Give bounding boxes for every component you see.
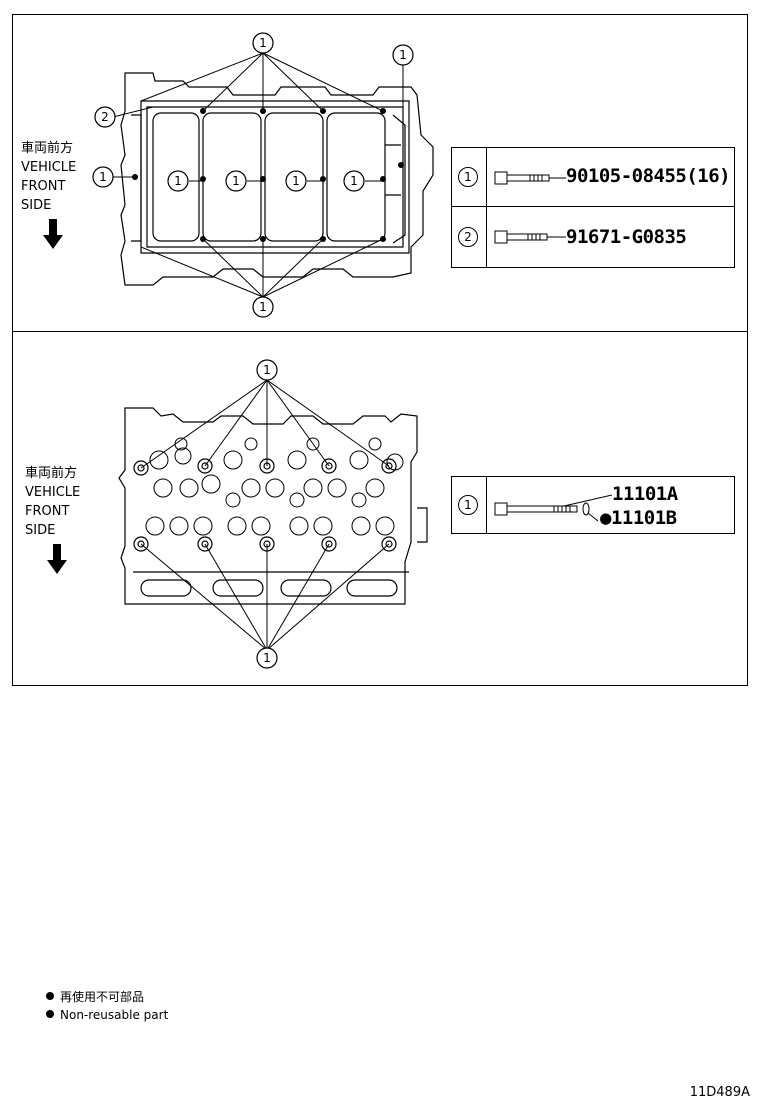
direction-line-jp: 車両前方 — [25, 466, 78, 481]
direction-line: SIDE — [21, 198, 52, 213]
vehicle-front-side-label: 車両前方 VEHICLE FRONT SIDE — [21, 139, 76, 215]
down-arrow-icon — [47, 544, 67, 574]
callout-1 — [256, 647, 278, 669]
top-panel: 1 1 2 1 1 1 1 1 1 車両前方 VEHICLE FRONT SID… — [12, 14, 748, 332]
parts-table-row: 1 90105-08455(16) — [452, 148, 734, 207]
bolt-icon — [494, 230, 566, 244]
callout-1 — [256, 359, 278, 381]
down-arrow-icon — [43, 219, 63, 249]
callout-1 — [252, 32, 274, 54]
direction-line: VEHICLE — [21, 160, 77, 175]
cylinder-head-top-drawing: 1 1 2 1 1 1 1 1 1 — [92, 32, 434, 318]
part-number-b: 11101B — [610, 507, 677, 529]
direction-line-jp: 車両前方 — [21, 141, 74, 156]
direction-line: FRONT — [25, 504, 70, 519]
callout-text: 1 — [232, 174, 240, 188]
callout-text: 1 — [263, 363, 271, 377]
callout-text: 1 — [399, 48, 407, 62]
parts-table-top: 1 90105-08455(16) 2 91671-G0835 — [451, 147, 735, 268]
direction-line: VEHICLE — [25, 485, 81, 500]
direction-line: SIDE — [25, 523, 56, 538]
callout-1 — [392, 44, 414, 66]
callout-1 — [343, 170, 365, 192]
ref-number: 1 — [458, 167, 478, 187]
non-reusable-dot-icon: ● — [600, 507, 611, 529]
parts-table-row: 1 11101A ●11101B — [452, 477, 734, 533]
bottom-panel: 1 1 車両前方 VEHICLE FRONT SIDE 1 — [12, 331, 748, 686]
callout-1 — [167, 170, 189, 192]
callout-1 — [252, 296, 274, 318]
ref-number: 1 — [458, 495, 478, 515]
part-number: 90105-08455(16) — [566, 165, 731, 187]
legend-jp: 再使用不可部品 — [46, 988, 144, 1006]
part-number-a: 11101A — [612, 483, 678, 505]
callout-text: 1 — [259, 36, 267, 50]
callout-text: 1 — [263, 651, 271, 665]
part-number: 91671-G0835 — [566, 226, 687, 248]
cylinder-head-bottom-drawing: 1 1 — [118, 359, 428, 669]
legend-en: Non-reusable part — [46, 1006, 168, 1024]
callout-1 — [285, 170, 307, 192]
callout-text: 1 — [259, 300, 267, 314]
parts-table-bottom: 1 11101A ●11101B — [451, 476, 735, 534]
ref-number: 2 — [458, 227, 478, 247]
callout-2 — [94, 106, 116, 128]
non-reusable-dot-icon — [46, 1010, 54, 1018]
callout-text: 1 — [174, 174, 182, 188]
bolt-icon — [494, 171, 566, 185]
callout-text: 2 — [101, 110, 109, 124]
vehicle-front-side-label: 車両前方 VEHICLE FRONT SIDE — [25, 464, 80, 540]
callout-text: 1 — [350, 174, 358, 188]
non-reusable-dot-icon — [46, 992, 54, 1000]
callout-text: 1 — [99, 170, 107, 184]
legend-text-en: Non-reusable part — [60, 1008, 169, 1022]
callout-1 — [225, 170, 247, 192]
direction-line: FRONT — [21, 179, 66, 194]
legend-text-jp: 再使用不可部品 — [60, 990, 145, 1004]
callout-1 — [92, 166, 114, 188]
callout-text: 1 — [292, 174, 300, 188]
head-bolt-and-washer-icon — [494, 494, 612, 522]
part-number-b-row: ●11101B — [600, 507, 677, 529]
parts-table-row: 2 91671-G0835 — [452, 207, 734, 267]
diagram-code: 11D489A — [689, 1085, 750, 1100]
